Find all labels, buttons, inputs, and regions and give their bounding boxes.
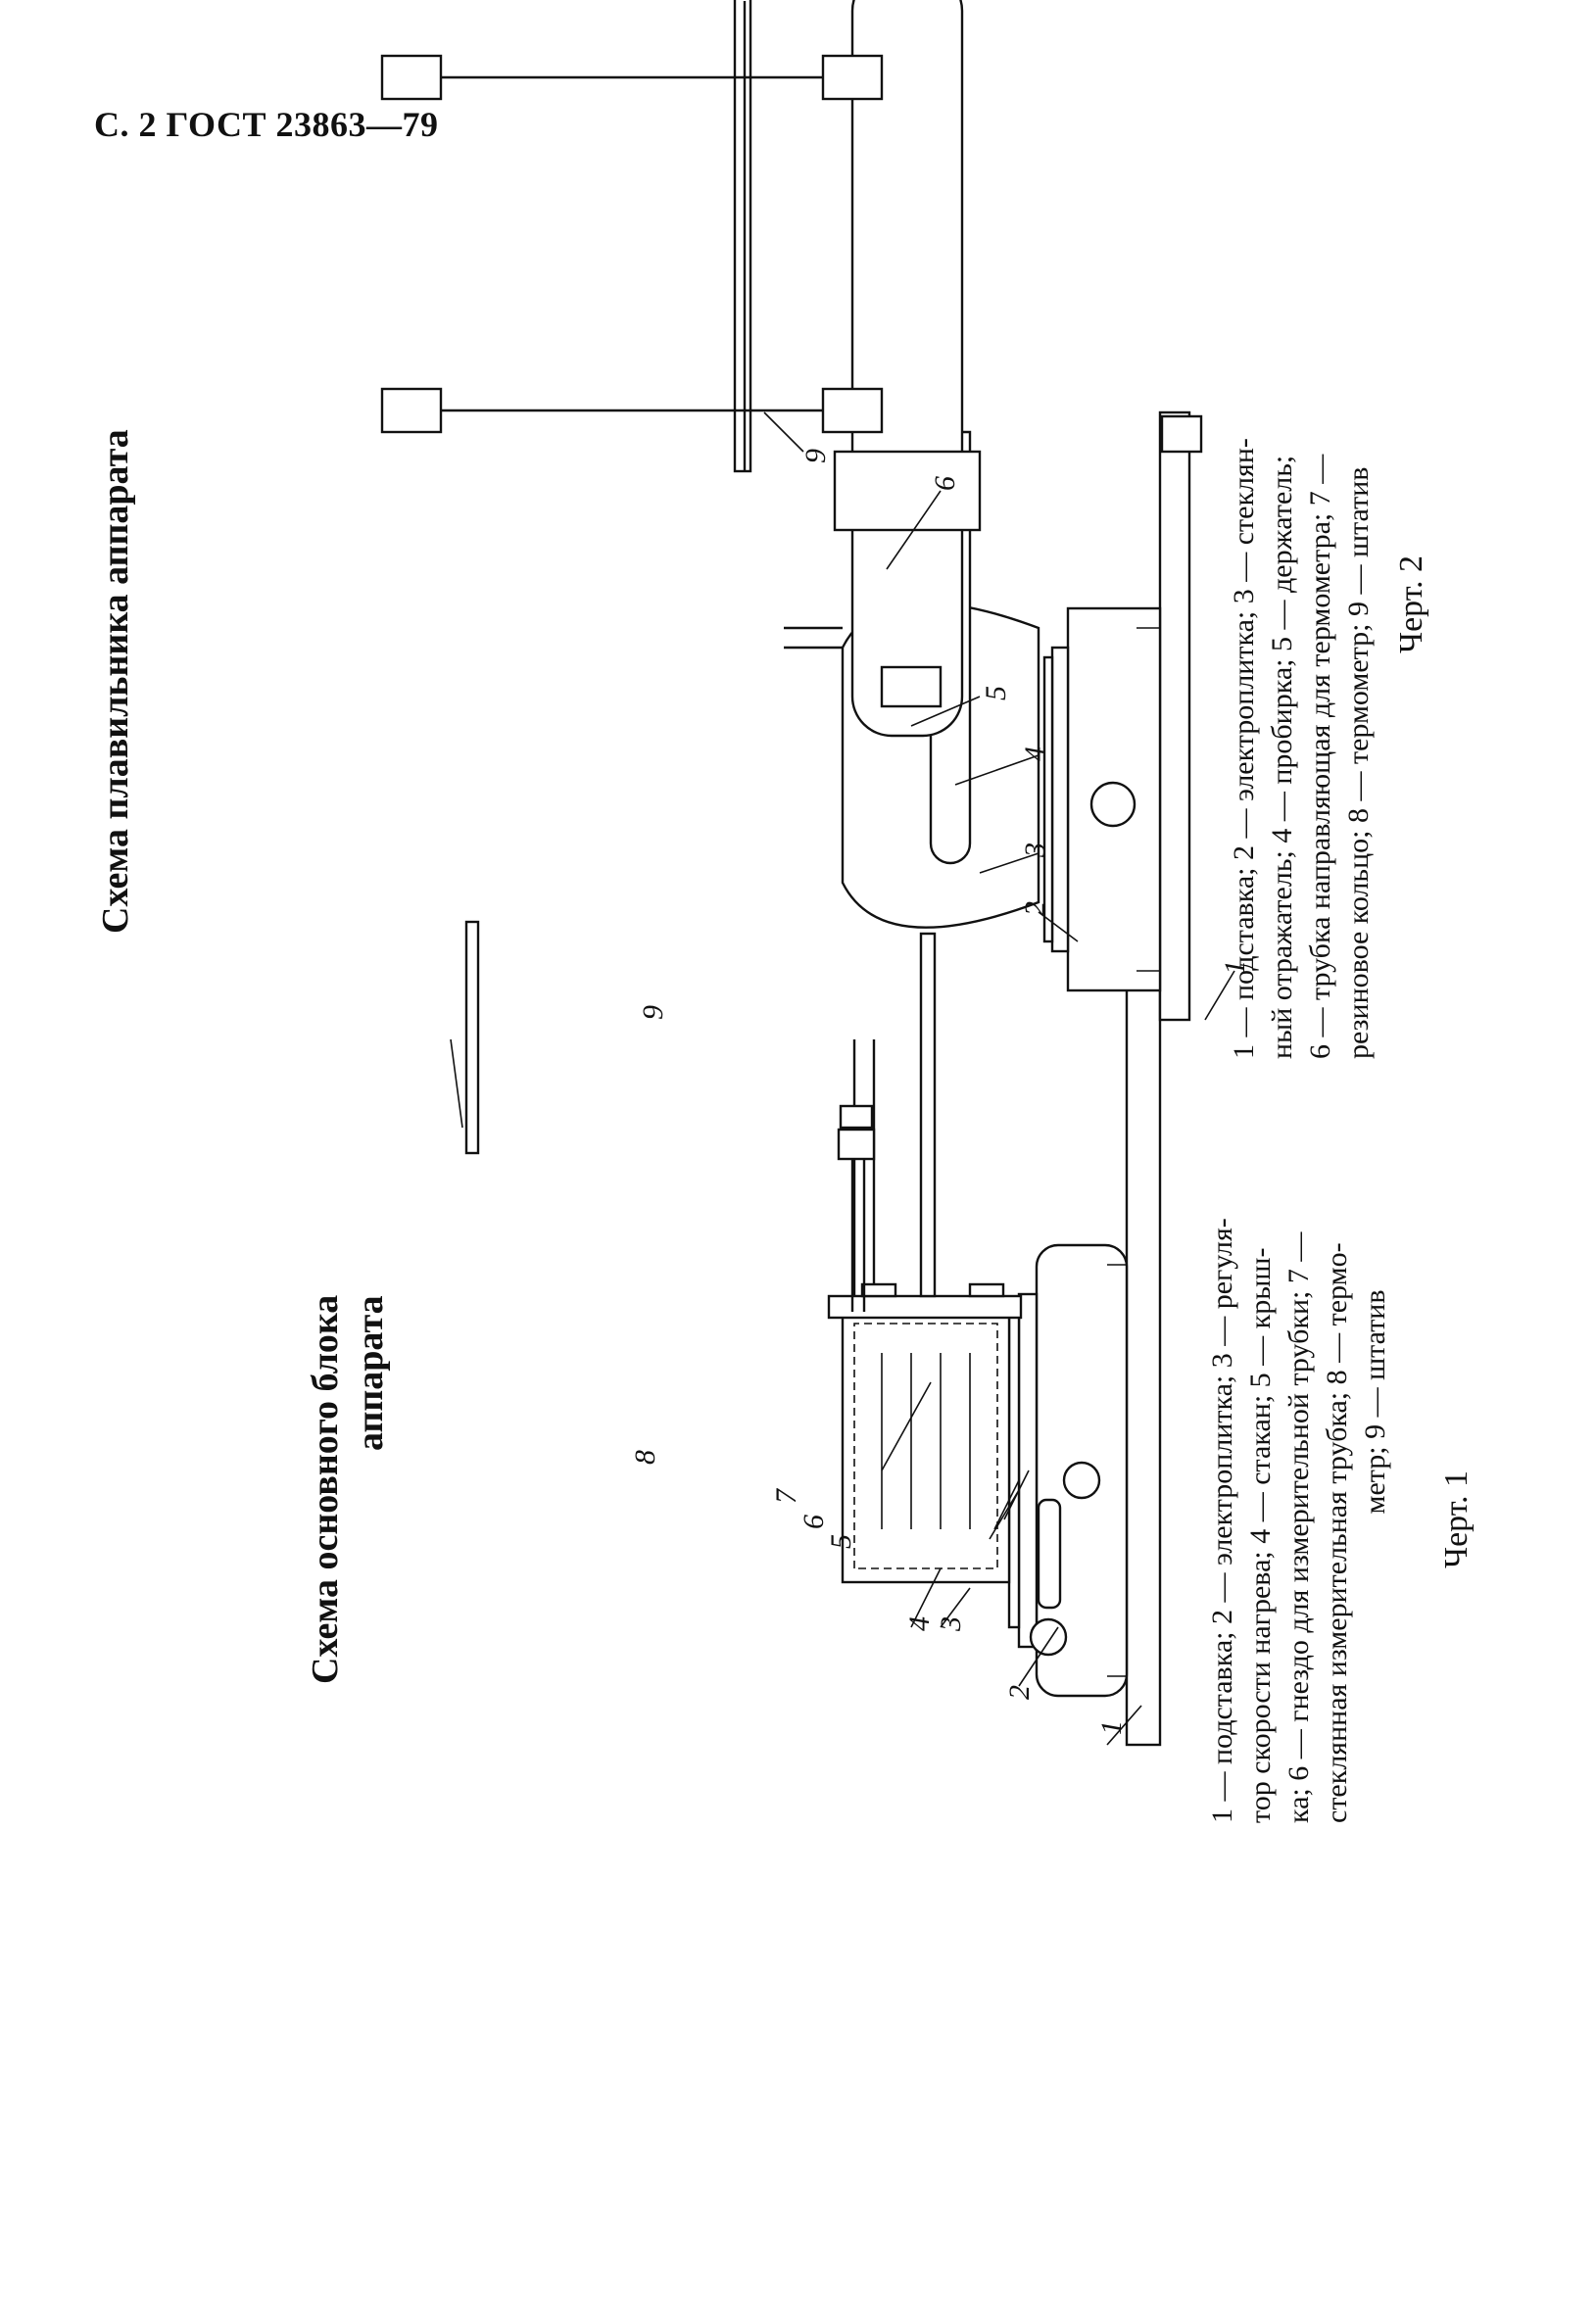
fig2-hotplate-knob	[1089, 781, 1137, 828]
fig1-thermometer	[919, 932, 937, 1298]
fig2-legend-line4: резиновое кольцо; 8 — термометр; 9 — шта…	[1342, 466, 1375, 1059]
fig1-regulator-handle	[1037, 1498, 1062, 1610]
fig2-clamp-upper	[821, 54, 884, 101]
fig2-caption: Черт. 2	[1393, 554, 1429, 653]
fig2-label-3: 3	[1019, 843, 1051, 857]
fig2-holder	[880, 665, 943, 708]
fig1-clamp	[837, 1128, 876, 1161]
fig2-hotplate	[1066, 606, 1162, 992]
fig2-label-9: 9	[799, 449, 832, 463]
fig2-label-5: 5	[980, 686, 1012, 700]
fig1-hotplate-knob	[1062, 1461, 1101, 1500]
fig2-holder-sleeve	[833, 450, 982, 532]
fig2-label-6: 6	[929, 476, 961, 491]
page-header: С. 2 ГОСТ 23863—79	[94, 105, 439, 144]
fig2-legend: 1 — подставка; 2 — электроплитка; 3 — ст…	[1225, 79, 1378, 1059]
fig2-guide-tube	[850, 0, 964, 738]
fig2-label-4: 4	[1019, 747, 1051, 761]
fig2-label-2: 2	[1019, 901, 1051, 916]
fig2-legend-line3: 6 — трубка направляющая для термометра; …	[1304, 454, 1336, 1059]
fig1-tripod-pole	[464, 920, 480, 1155]
fig2-legend-line2: ный отражатель; 4 — пробирка; 5 — держат…	[1266, 455, 1298, 1059]
fig2-clamp-lower	[821, 387, 884, 434]
fig2-tripod-pole	[733, 0, 752, 473]
fig2-stand-base	[1158, 410, 1191, 1022]
fig2-legend-line1: 1 — подставка; 2 — электроплитка; 3 — ст…	[1228, 438, 1260, 1059]
